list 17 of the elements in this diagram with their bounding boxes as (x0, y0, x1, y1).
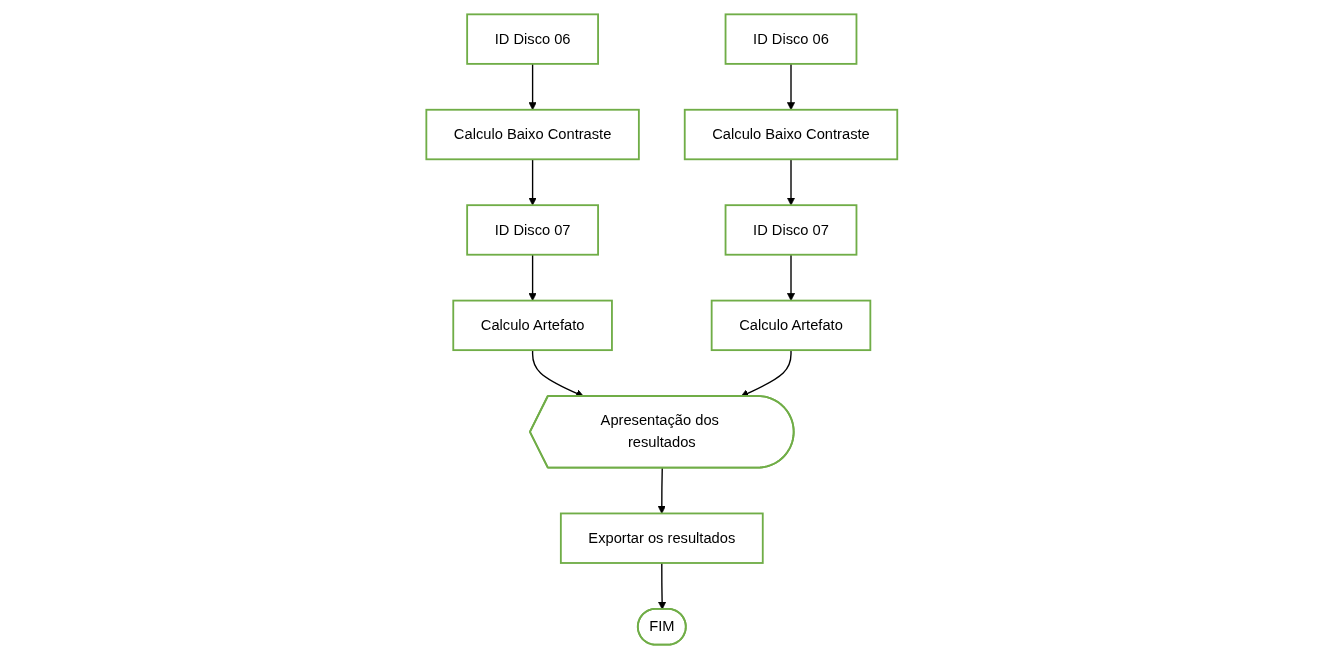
arrow (786, 158, 795, 206)
node-box: Exportar os resultados (559, 512, 764, 564)
node-box: ID Disco 07 (724, 204, 858, 256)
arrow (528, 63, 537, 111)
arrow (786, 254, 795, 301)
arrow (786, 63, 795, 111)
node-box: ID Disco 07 (465, 204, 599, 256)
node-box: ID Disco 06 (724, 13, 858, 65)
arrow (528, 254, 537, 301)
arrow (657, 467, 666, 514)
node-box: Calculo Baixo Contraste (683, 108, 898, 161)
arrow (657, 562, 666, 610)
node-box: Calculo Artefato (452, 299, 613, 352)
node-box: Calculo Baixo Contraste (425, 108, 640, 161)
arrow (528, 158, 537, 206)
node-box: ID Disco 06 (465, 13, 599, 65)
node-box: Calculo Artefato (710, 299, 871, 352)
